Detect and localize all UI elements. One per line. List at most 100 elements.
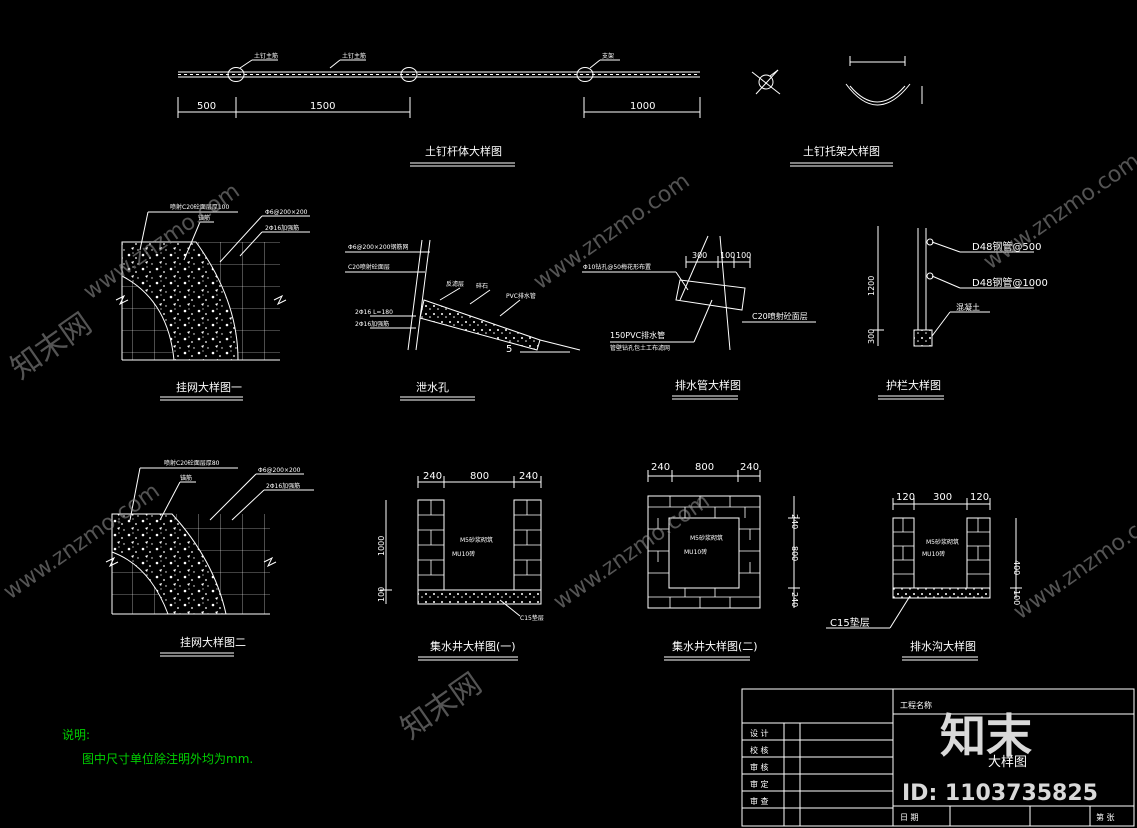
nail-rod-callout-1: 土钉主筋	[254, 52, 278, 60]
drain-pipe-callout-1: Φ10钻孔@50梅花形布置	[583, 263, 651, 271]
drain-hole-callout-6: 碎石	[476, 282, 488, 290]
title-block-row-2: 校 核	[750, 745, 769, 755]
drain-pipe-callout-3: 管壁钻孔包土工布滤网	[610, 344, 670, 352]
title-block-project: 工程名称	[900, 700, 932, 710]
mesh-1-callout-2: 锚筋	[198, 214, 210, 222]
well-1-dim-2: 800	[470, 471, 489, 482]
ditch-detail: 120 300 120 400 100 M5砂浆砌筑 MU10砖 C15垫层 排…	[826, 492, 1022, 661]
ditch-title: 排水沟大样图	[910, 639, 976, 653]
drain-pipe-callout-2: 150PVC排水管	[610, 330, 665, 340]
well-2-inner-label-2: MU10砖	[684, 548, 707, 556]
nail-rod-title: 土钉杆体大样图	[425, 144, 502, 158]
ditch-dim-4: 400	[1012, 560, 1021, 575]
well-2-dim-5: 800	[790, 546, 799, 561]
well-1-dim-3: 240	[519, 471, 538, 482]
title-block-row-4: 审 定	[750, 779, 769, 789]
well-2-inner-label: M5砂浆砌筑	[690, 534, 723, 542]
well-1-dim-5: 100	[377, 587, 386, 602]
railing-callout-3: 混凝土	[956, 302, 980, 312]
mesh-1-detail: 喷射C20砼面层厚100 锚筋 Φ6@200×200 2Φ16加强筋 挂网大样图…	[115, 203, 310, 401]
drain-hole-callout-4: 2Φ16加强筋	[355, 320, 389, 328]
nail-rod-detail: 土钉主筋 土钉主筋 支架 500 1500 1000 土钉杆体大样图	[177, 52, 701, 167]
nail-rod-callout-2: 土钉主筋	[342, 52, 366, 60]
well-2-dim-4: 240	[790, 514, 799, 529]
nail-bracket-detail: 土钉托架大样图	[751, 56, 923, 167]
railing-callout-2: D48钢管@1000	[972, 276, 1048, 289]
drain-hole-slope: 5	[506, 344, 512, 355]
drain-hole-callout-1: Φ6@200×200钢筋网	[348, 243, 408, 251]
well-1-base-label: C15垫层	[520, 614, 544, 622]
watermark-id: ID: 1103735825	[902, 781, 1098, 806]
ditch-base-label: C15垫层	[830, 616, 870, 629]
railing-callout-1: D48钢管@500	[972, 240, 1042, 253]
railing-dim-300: 300	[867, 329, 876, 344]
well-1-inner-label-2: MU10砖	[452, 550, 475, 558]
well-2-dim-3: 240	[740, 462, 759, 473]
title-block-row-6: 日 期	[900, 813, 919, 822]
watermark-layer: www.znzmo.com www.znzmo.com www.znzmo.co…	[0, 149, 1137, 806]
well-2-dim-6: 240	[790, 592, 799, 607]
well-1-dim-4: 1000	[377, 536, 386, 556]
title-block-drawing-name: 大样图	[988, 755, 1027, 770]
drain-hole-title: 泄水孔	[416, 381, 449, 394]
nail-rod-dim-1500: 1500	[310, 101, 335, 112]
ditch-inner-label-2: MU10砖	[922, 550, 945, 558]
general-notes: 说明: 图中尺寸单位除注明外均为mm.	[62, 727, 253, 766]
railing-dim-1200: 1200	[867, 276, 876, 296]
mesh-2-title: 挂网大样图二	[180, 635, 246, 649]
mesh-2-callout-1: 喷射C20砼面层厚80	[164, 459, 220, 467]
drain-pipe-callout-4: C20喷射砼面层	[752, 311, 808, 321]
watermark-brand-small-2: 知末网	[395, 666, 489, 746]
title-block-sheet: 第 张	[1096, 812, 1115, 822]
ditch-inner-label: M5砂浆砌筑	[926, 538, 959, 546]
drain-pipe-title: 排水管大样图	[675, 378, 741, 392]
notes-line-1: 图中尺寸单位除注明外均为mm.	[82, 751, 253, 766]
nail-rod-dim-1000: 1000	[630, 101, 655, 112]
ditch-dim-2: 300	[933, 492, 952, 503]
well-2-title: 集水井大样图(二)	[672, 639, 758, 653]
watermark-site-5: www.znzmo.com	[979, 149, 1137, 275]
drain-hole-callout-7: PVC排水管	[506, 292, 536, 300]
railing-detail: D48钢管@500 D48钢管@1000 混凝土 1200 300 护栏大样图	[867, 226, 1048, 400]
mesh-1-callout-3: Φ6@200×200	[265, 209, 308, 216]
well-2-dim-1: 240	[651, 462, 670, 473]
drain-pipe-detail: 300 100 100 Φ10钻孔@50梅花形布置 150PVC排水管 管壁钻孔…	[582, 235, 816, 400]
drain-hole-callout-3: 2Φ16 L=180	[355, 309, 393, 316]
mesh-1-callout-1: 喷射C20砼面层厚100	[170, 203, 229, 211]
mesh-2-callout-4: 2Φ16加强筋	[266, 482, 300, 490]
drain-pipe-dim-3: 100	[736, 251, 751, 260]
nail-bracket-title: 土钉托架大样图	[803, 144, 880, 158]
mesh-2-callout-2: 锚筋	[180, 474, 192, 482]
watermark-site-6: www.znzmo.com	[1009, 499, 1137, 625]
well-1-dim-1: 240	[423, 471, 442, 482]
notes-heading: 说明:	[62, 727, 90, 742]
nail-rod-callout-3: 支架	[602, 52, 614, 60]
drain-pipe-dim-2: 100	[720, 251, 735, 260]
title-block-row-3: 审 核	[750, 762, 769, 772]
title-block-row-1: 设 计	[750, 728, 769, 738]
drain-hole-callout-2: C20喷射砼面层	[348, 263, 390, 271]
railing-title: 护栏大样图	[886, 378, 941, 392]
watermark-brand-small-1: 知末网	[5, 306, 99, 386]
watermark-site-2: www.znzmo.com	[529, 169, 694, 295]
mesh-2-callout-3: Φ6@200×200	[258, 467, 301, 474]
mesh-1-title: 挂网大样图一	[176, 380, 242, 394]
drain-pipe-dim-1: 300	[692, 251, 707, 260]
watermark-brand: 知末	[940, 709, 1032, 763]
mesh-1-callout-4: 2Φ16加强筋	[265, 224, 299, 232]
well-1-detail: 240 800 240 1000 100 M5砂浆砌筑 MU10砖 C15垫层 …	[377, 471, 544, 661]
well-1-title: 集水井大样图(一)	[430, 639, 516, 653]
ditch-dim-3: 120	[970, 492, 989, 503]
ditch-dim-5: 100	[1012, 590, 1021, 605]
well-2-detail: 240 800 240 240 800 240 M5砂浆砌筑 MU10砖 集水井…	[647, 462, 800, 661]
well-2-dim-2: 800	[695, 462, 714, 473]
drain-hole-detail: Φ6@200×200钢筋网 C20喷射砼面层 2Φ16 L=180 2Φ16加强…	[345, 239, 581, 401]
drain-hole-callout-5: 反滤层	[446, 280, 464, 288]
ditch-dim-1: 120	[896, 492, 915, 503]
nail-rod-dim-500: 500	[197, 101, 216, 112]
title-block-row-5: 审 查	[750, 796, 769, 806]
well-1-inner-label: M5砂浆砌筑	[460, 536, 493, 544]
title-block: 工程名称 大样图 设 计 校 核 审 核 审 定 审 查 日 期 第 张	[741, 688, 1135, 827]
mesh-2-detail: 喷射C20砼面层厚80 锚筋 Φ6@200×200 2Φ16加强筋 挂网大样图二	[105, 459, 314, 657]
